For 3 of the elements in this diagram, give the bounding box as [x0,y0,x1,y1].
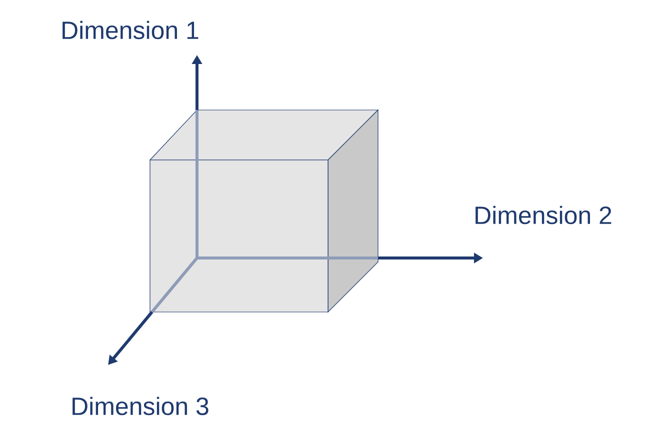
axis-label: Dimension 3 [72,396,208,416]
axis-label: Dimension 1 [62,20,198,40]
axis-label: Dimension 2 [476,206,612,224]
